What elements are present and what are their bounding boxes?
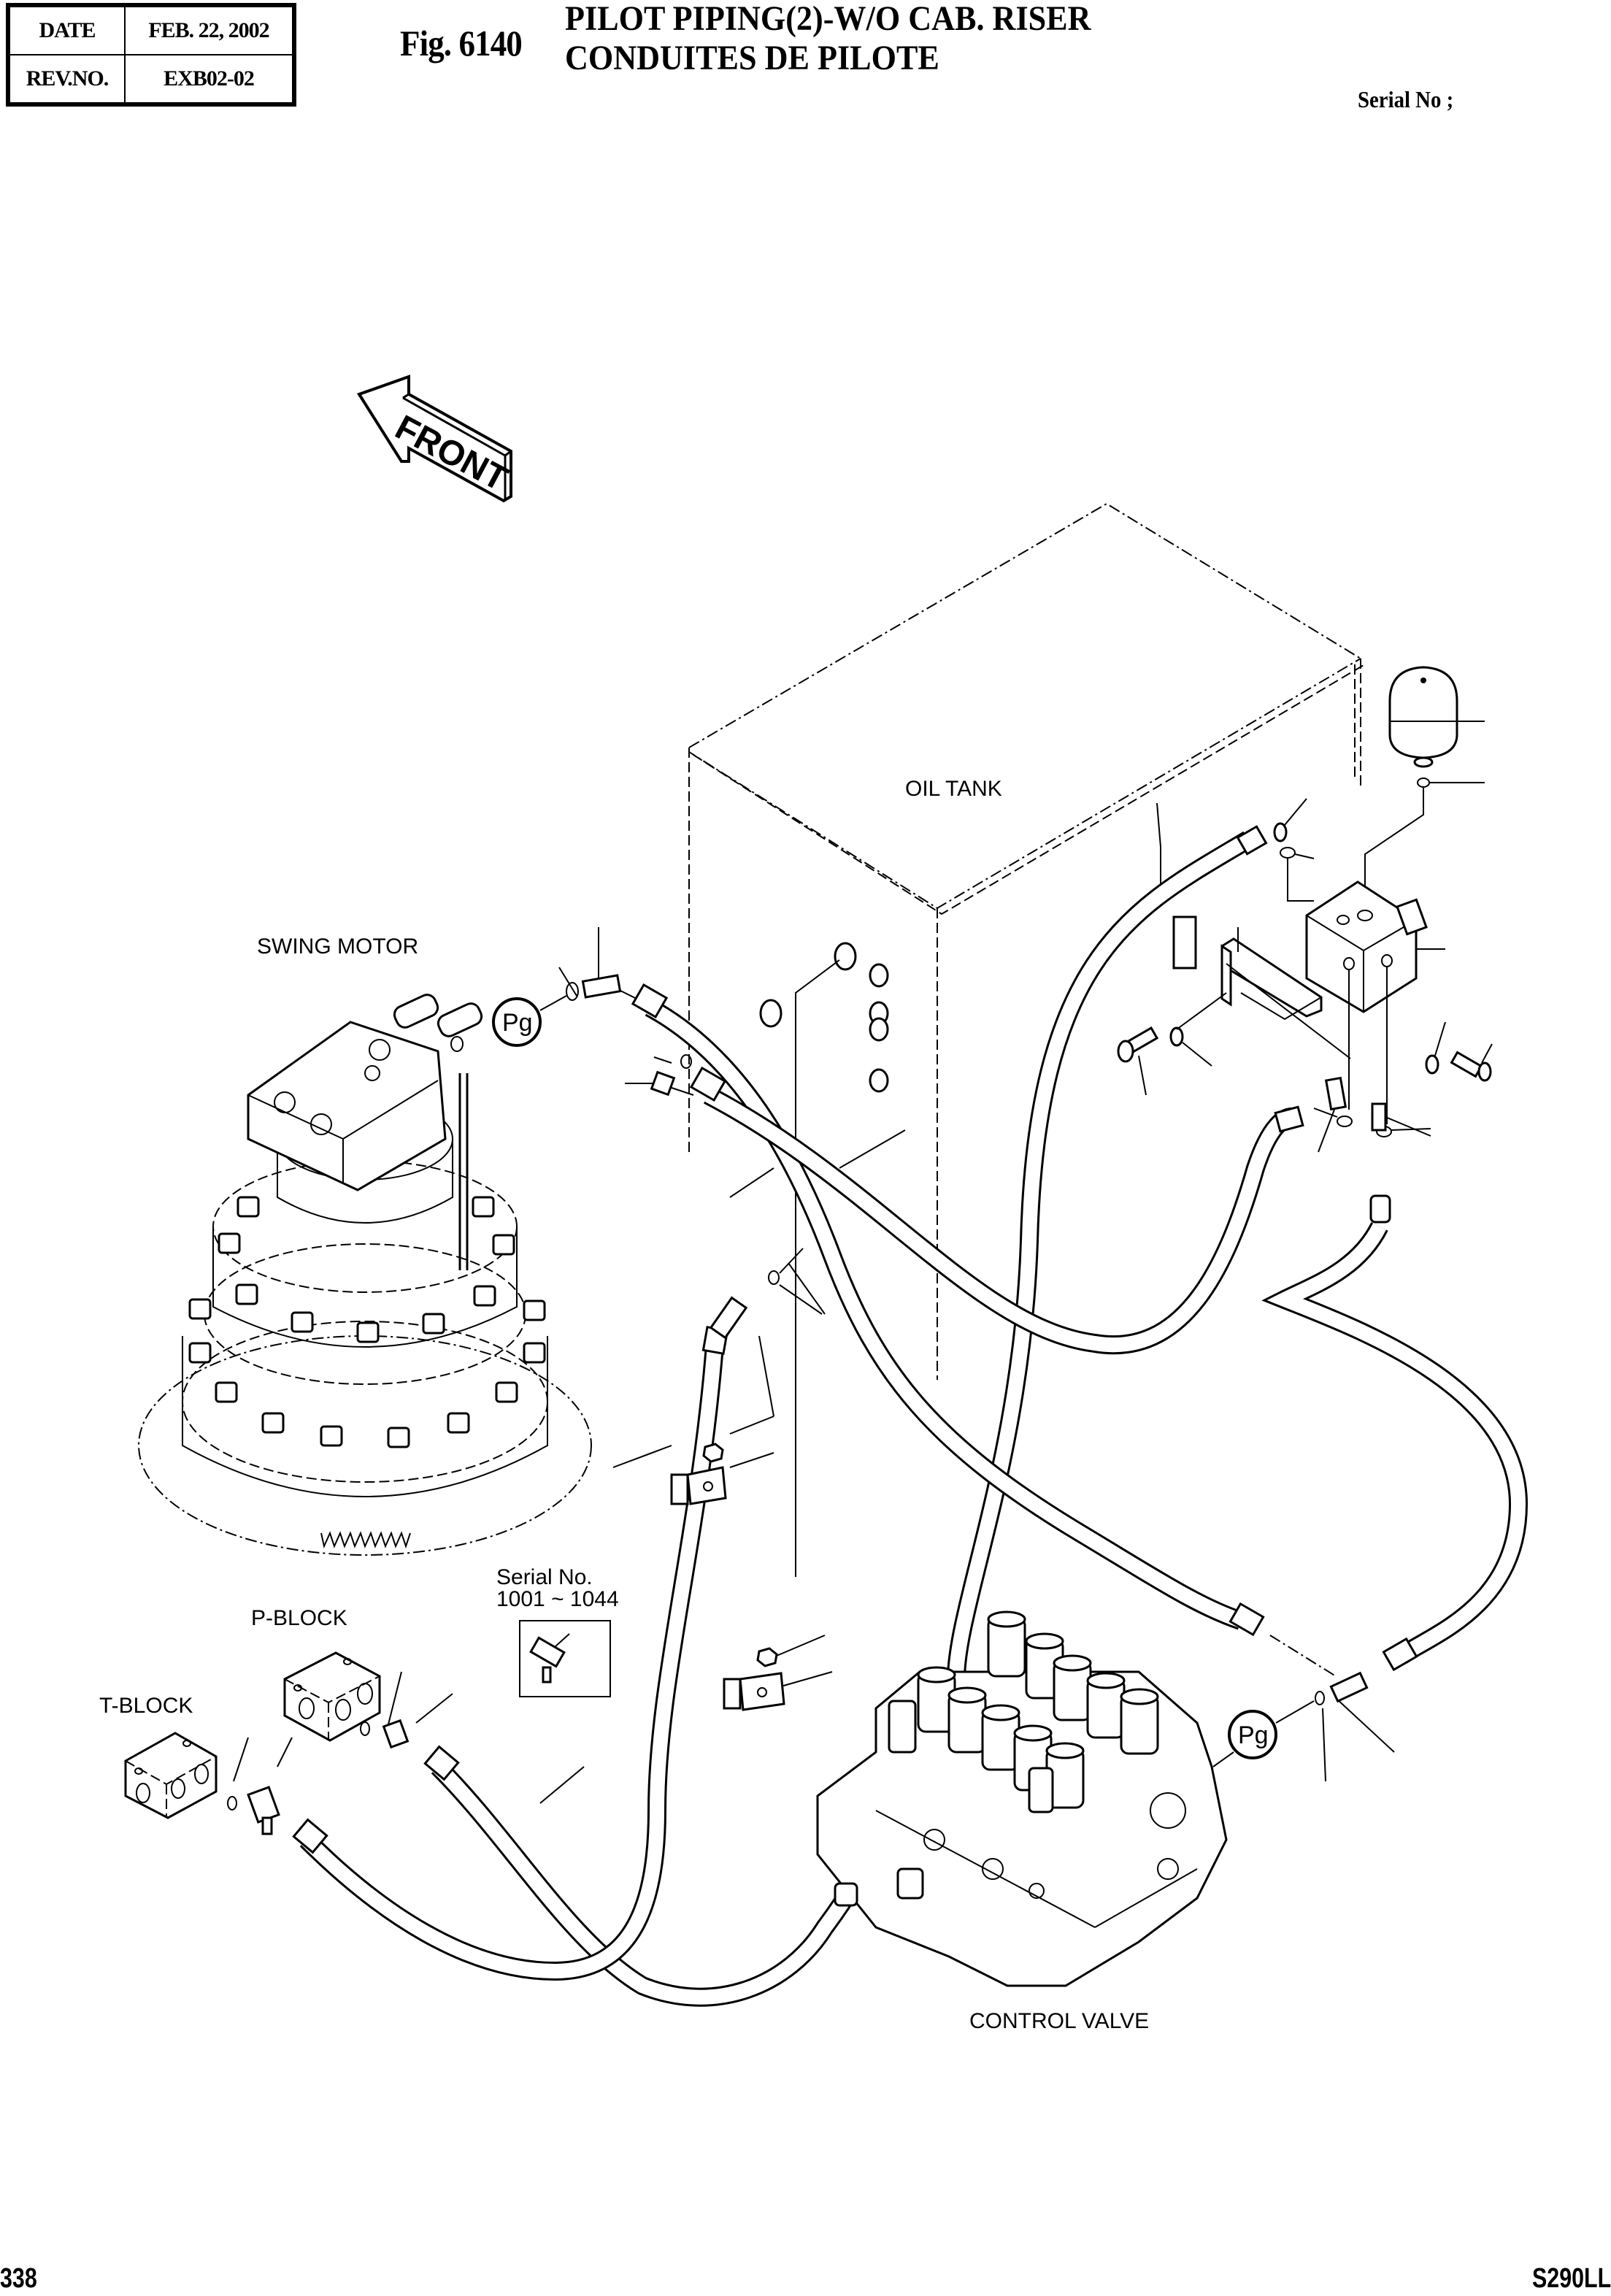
page-number: 338	[0, 2263, 37, 2294]
p-block-label: P-BLOCK	[251, 1606, 347, 1630]
motor-bolts	[188, 1196, 546, 1448]
swing-motor-pressure-port: Pg	[492, 974, 637, 1047]
elbow-fitting-left	[650, 1054, 694, 1097]
hose-end-fittings	[292, 825, 1418, 1854]
oil-tank	[688, 502, 1366, 1380]
hose-clamps	[670, 1443, 785, 1711]
control-valve	[816, 1610, 1228, 1987]
t-block-label: T-BLOCK	[99, 1694, 193, 1718]
p-block	[283, 1651, 410, 1749]
inset-serial-label: Serial No.	[496, 1565, 593, 1589]
serial-number-inset: Serial No. 1001 ~ 1044	[496, 1565, 619, 1697]
tank-fittings	[759, 942, 889, 1577]
angled-fitting-mid	[709, 1248, 823, 1340]
accumulator	[1364, 666, 1485, 904]
t-block	[124, 1732, 280, 1835]
mounting-bracket	[1172, 915, 1351, 1059]
rev-value: EXB02-02	[124, 54, 295, 105]
rev-label: REV.NO.	[7, 54, 126, 105]
valve-spools	[888, 1610, 1159, 1813]
front-arrow-icon: FRONT	[356, 375, 514, 503]
title-french: CONDUITES DE PILOTE	[565, 39, 939, 77]
pilot-valve-block	[1305, 880, 1445, 1124]
figure-number: Fig. 6140	[400, 23, 523, 64]
control-valve-label: CONTROL VALVE	[969, 2009, 1149, 2033]
inset-serial-range: 1001 ~ 1044	[496, 1587, 619, 1611]
control-valve-pressure-port: Pg	[1212, 1635, 1369, 1767]
pg-port-label-2: Pg	[1238, 1721, 1269, 1749]
revision-table: DATE FEB. 22, 2002 REV.NO. EXB02-02	[6, 3, 296, 107]
model-number: S290LL	[1531, 2263, 1611, 2294]
elbow-fittings-right	[1273, 798, 1431, 1224]
hoses	[299, 831, 1529, 2007]
pg-port-label-1: Pg	[502, 1009, 533, 1037]
title-english: PILOT PIPING(2)-W/O CAB. RISER	[565, 0, 1091, 38]
leader-lines	[233, 802, 1395, 1804]
swing-motor	[138, 994, 592, 1556]
date-value: FEB. 22, 2002	[124, 4, 295, 55]
swing-motor-label: SWING MOTOR	[257, 934, 418, 959]
oil-tank-label: OIL TANK	[905, 777, 1002, 801]
date-label: DATE	[7, 4, 126, 55]
serial-number-label: Serial No ;	[1358, 86, 1454, 112]
